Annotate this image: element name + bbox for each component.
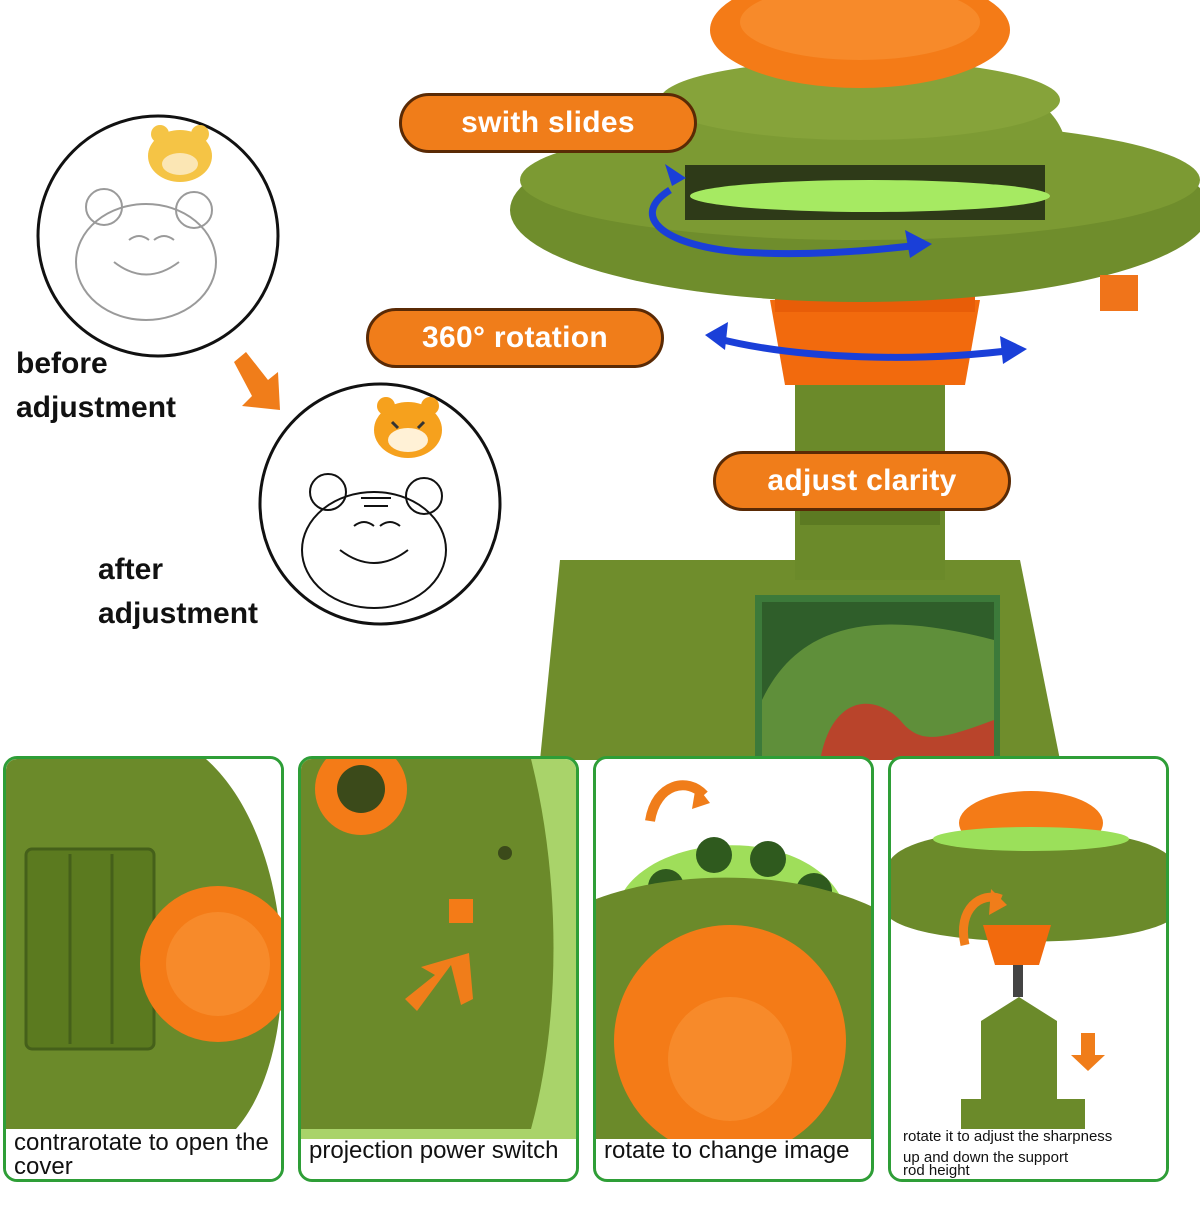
adjust-clarity-callout: adjust clarity xyxy=(713,451,1011,511)
sharpness-caption-line-2: up and down the support xyxy=(903,1149,1069,1166)
before-adjustment-circle xyxy=(36,114,280,358)
panel-change-image-caption: rotate to change image xyxy=(596,1139,871,1179)
power-switch-illustration xyxy=(301,759,576,1179)
panel-change-image: rotate to change image xyxy=(593,756,874,1182)
after-adjustment-label: after adjustment xyxy=(98,553,259,630)
battery-compartment-illustration xyxy=(6,759,281,1179)
rotation-callout: 360° rotation xyxy=(366,308,664,368)
panel-open-cover-caption: contrarotate to open the cover xyxy=(6,1131,281,1179)
switch-slides-callout: swith slides xyxy=(399,93,697,153)
before-adjustment-label: before adjustment xyxy=(16,347,177,424)
after-adjustment-circle xyxy=(258,382,502,626)
sharpness-caption-line-1: rotate it to adjust the sharpness xyxy=(903,1128,1113,1145)
slide-wheel-illustration xyxy=(596,759,871,1179)
adjustment-arrow xyxy=(234,352,280,410)
sharpness-caption-line-3: rod height xyxy=(903,1162,970,1179)
panel-sharpness: rotate it to adjust the sharpness up and… xyxy=(888,756,1169,1182)
panel-power-switch-caption: projection power switch xyxy=(301,1139,576,1179)
panel-power-switch: projection power switch xyxy=(298,756,579,1182)
panel-open-cover: contrarotate to open the cover xyxy=(3,756,284,1182)
support-rod-illustration xyxy=(891,759,1166,1179)
panel-sharpness-caption: rotate it to adjust the sharpness up and… xyxy=(891,1129,1166,1179)
